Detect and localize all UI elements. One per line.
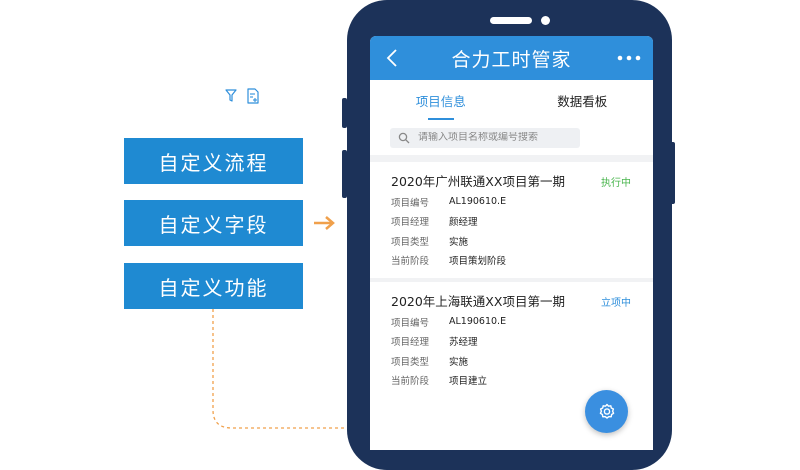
phone-camera	[541, 16, 550, 25]
settings-fab[interactable]	[585, 390, 628, 433]
field-label: 项目经理	[391, 337, 430, 349]
field-row: 项目类型 实施	[391, 231, 633, 251]
app-title: 合力工时管家	[451, 48, 572, 71]
field-label: 项目类型	[391, 236, 430, 248]
field-label: 项目类型	[391, 356, 430, 368]
project-card[interactable]: 2020年上海联通XX项目第一期 立项中 项目编号 AL190610.E 项目经…	[370, 282, 653, 394]
app-header: 合力工时管家	[370, 36, 653, 80]
field-value: 实施	[449, 236, 469, 248]
search-input[interactable]	[418, 132, 568, 143]
field-label: 当前阶段	[391, 256, 430, 268]
tab-project-info[interactable]: 项目信息	[370, 91, 512, 120]
field-value: 颜经理	[449, 217, 478, 229]
status-badge: 立项中	[601, 298, 631, 309]
phone-side-button	[670, 142, 675, 204]
field-value: AL190610.E	[449, 316, 507, 328]
project-title: 2020年广州联通XX项目第一期	[391, 174, 565, 189]
more-icon[interactable]	[617, 55, 641, 61]
phone-speaker	[490, 17, 532, 24]
feature-custom-process: 自定义流程	[124, 138, 303, 184]
section-divider	[370, 155, 653, 162]
field-label: 项目编号	[391, 317, 430, 329]
field-value: 项目建立	[449, 376, 488, 388]
field-row: 项目编号 AL190610.E	[391, 192, 633, 212]
project-card[interactable]: 2020年广州联通XX项目第一期 执行中 项目编号 AL190610.E 项目经…	[370, 162, 653, 274]
field-value: AL190610.E	[449, 196, 507, 208]
field-row: 项目类型 实施	[391, 351, 633, 371]
back-icon[interactable]	[385, 48, 399, 68]
search-icon	[398, 132, 410, 143]
filter-icon[interactable]	[225, 89, 237, 103]
field-value: 项目策划阶段	[449, 256, 507, 268]
field-label: 项目经理	[391, 217, 430, 229]
tab-data-board[interactable]: 数据看板	[557, 93, 608, 109]
phone-screen: 合力工时管家 项目信息 数据看板 2020年广州联通XX项目第一期 执行中 项目…	[370, 36, 653, 450]
field-row: 当前阶段 项目策划阶段	[391, 251, 633, 271]
field-value: 苏经理	[449, 337, 478, 349]
project-title: 2020年上海联通XX项目第一期	[391, 294, 565, 309]
tab-bar: 项目信息 数据看板	[370, 80, 653, 120]
field-value: 实施	[449, 356, 469, 368]
status-badge: 执行中	[601, 178, 631, 189]
search-row	[370, 120, 653, 155]
field-label: 项目编号	[391, 197, 430, 209]
phone-side-button	[342, 98, 347, 128]
feature-custom-function: 自定义功能	[124, 263, 303, 309]
add-list-icon[interactable]	[246, 88, 260, 104]
card-separator	[370, 278, 653, 282]
arrow-right-icon	[314, 216, 335, 230]
feature-custom-field: 自定义字段	[124, 200, 303, 246]
field-row: 项目编号 AL190610.E	[391, 312, 633, 332]
field-label: 当前阶段	[391, 376, 430, 388]
phone-side-button	[342, 150, 347, 198]
gear-icon	[599, 403, 614, 419]
field-row: 项目经理 颜经理	[391, 212, 633, 232]
field-row: 当前阶段 项目建立	[391, 371, 633, 391]
search-box[interactable]	[390, 127, 580, 148]
field-row: 项目经理 苏经理	[391, 332, 633, 352]
